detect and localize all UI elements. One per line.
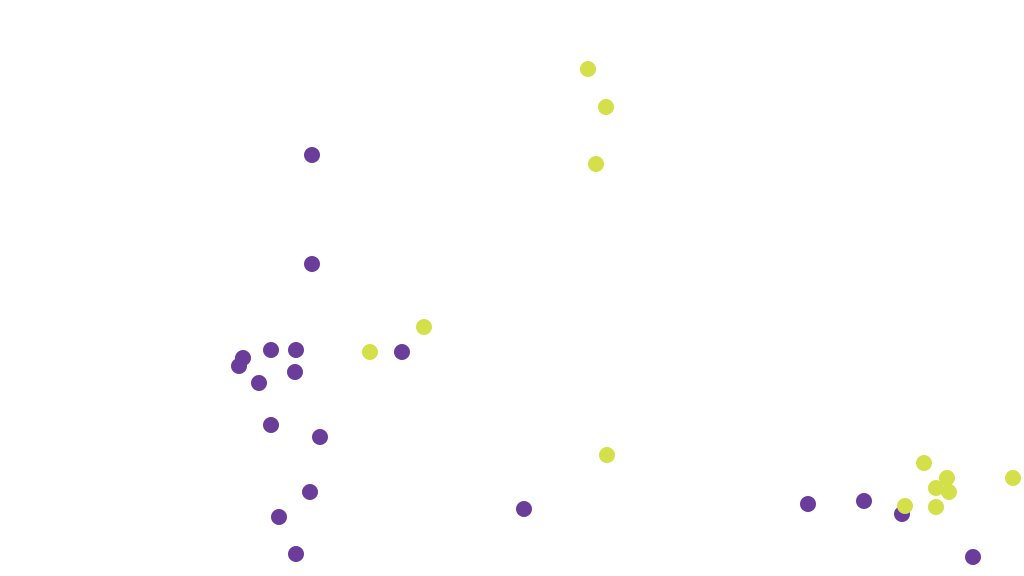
data-point: [231, 358, 247, 374]
series-0: [231, 147, 981, 565]
data-point: [263, 417, 279, 433]
data-point: [287, 364, 303, 380]
data-point: [916, 455, 932, 471]
data-point: [263, 342, 279, 358]
data-point: [928, 499, 944, 515]
data-point: [856, 493, 872, 509]
data-point: [416, 319, 432, 335]
data-point: [800, 496, 816, 512]
data-point: [302, 484, 318, 500]
data-point: [965, 549, 981, 565]
data-point: [580, 61, 596, 77]
data-point: [304, 256, 320, 272]
data-point: [312, 429, 328, 445]
data-point: [251, 375, 267, 391]
data-point: [394, 344, 410, 360]
data-point: [598, 99, 614, 115]
data-point: [599, 447, 615, 463]
data-point: [897, 498, 913, 514]
data-point: [516, 501, 532, 517]
data-point: [1005, 470, 1021, 486]
data-point: [288, 342, 304, 358]
data-point: [939, 470, 955, 486]
points-layer: [231, 61, 1021, 565]
data-point: [588, 156, 604, 172]
series-1: [362, 61, 1021, 515]
data-point: [304, 147, 320, 163]
data-point: [362, 344, 378, 360]
data-point: [288, 546, 304, 562]
data-point: [928, 480, 944, 496]
data-point: [941, 484, 957, 500]
data-point: [271, 509, 287, 525]
